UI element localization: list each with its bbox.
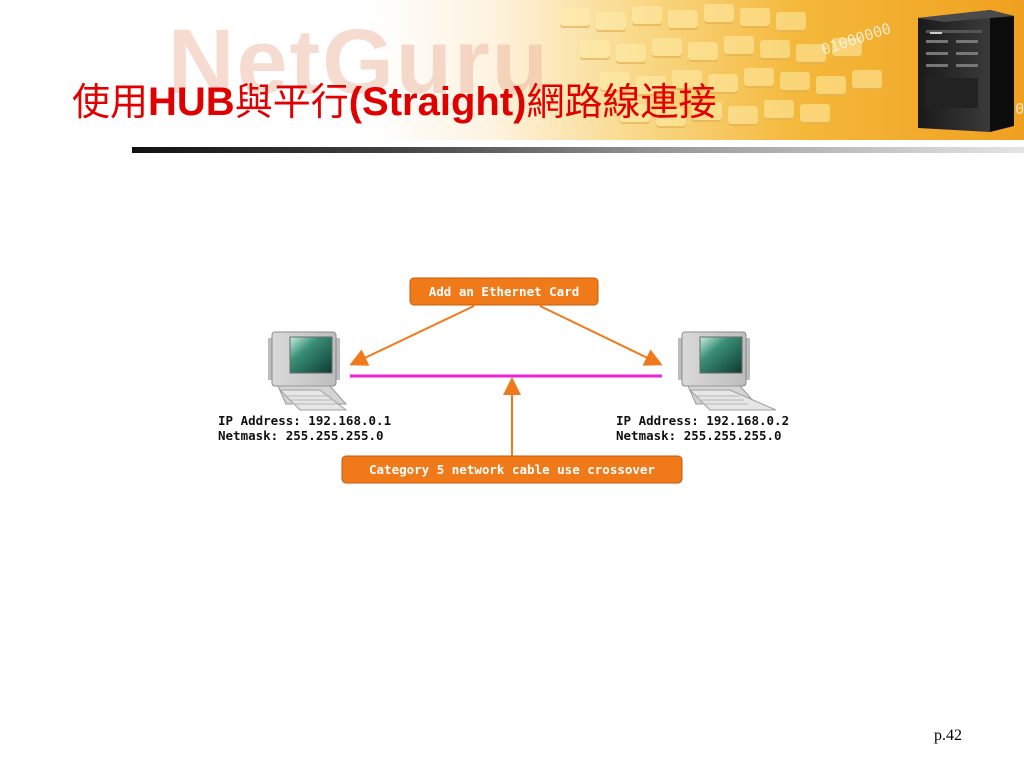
title-segment: 使用 [72,80,149,124]
title-segment: (Straight) [348,80,527,124]
left-netmask: Netmask: 255.255.255.0 [218,428,384,443]
title-segment: 網路線連接 [526,80,717,124]
server-tower-icon [918,10,1014,132]
title-underline [132,147,1024,153]
arrow-to-left-computer [349,305,475,366]
header-banner: NetGuru 01000000 0110 [0,0,1024,140]
right-netmask: Netmask: 255.255.255.0 [616,428,782,443]
netguru-watermark: NetGuru [168,11,550,113]
left-ip-address: IP Address: 192.168.0.1 [218,413,391,428]
page-number: p.42 [934,727,962,744]
title-segment: HUB [148,80,235,124]
left-computer-icon [268,331,348,411]
title-segment: 與平行 [234,80,349,124]
add-ethernet-card-label: Add an Ethernet Card [409,277,599,306]
right-ip-address: IP Address: 192.168.0.2 [616,413,789,428]
cable-label: Category 5 network cable use crossover [341,455,683,484]
right-computer-icon [678,331,777,411]
bottom-label-text: Category 5 network cable use crossover [369,462,655,477]
keyboard-background [560,0,940,140]
top-label-text: Add an Ethernet Card [429,284,580,299]
slide-title: 使用HUB與平行(Straight)網路線連接 [72,74,716,130]
arrow-to-right-computer [539,305,663,366]
